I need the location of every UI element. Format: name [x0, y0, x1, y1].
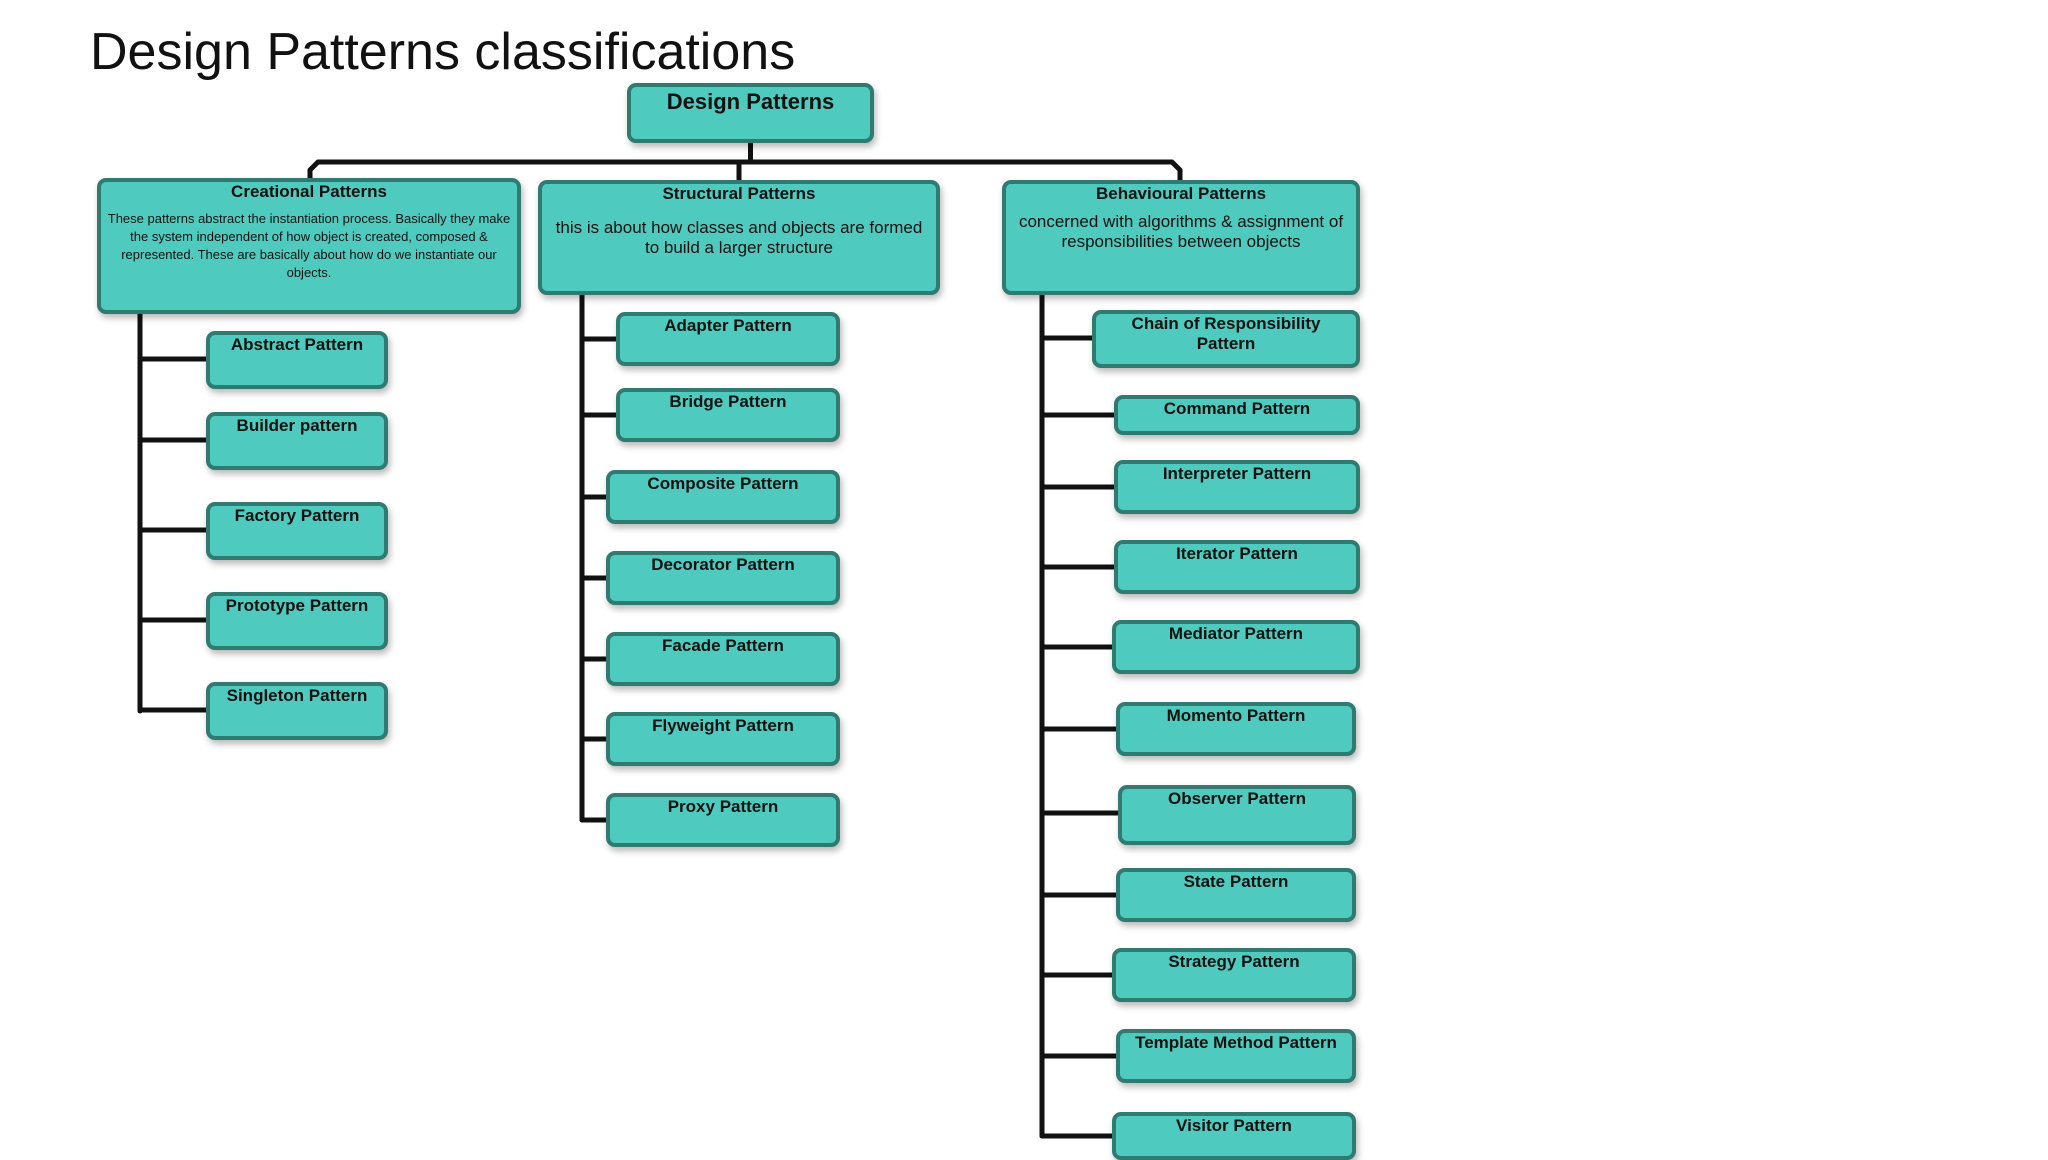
- category-structural-patterns-label: Structural Patterns: [662, 184, 816, 203]
- pattern-mediator-pattern: Mediator Pattern: [1112, 620, 1360, 674]
- category-behavioural-patterns: Behavioural Patterns concerned with algor…: [1002, 180, 1360, 295]
- root-node-design-patterns-label: Design Patterns: [666, 89, 835, 114]
- category-behavioural-patterns-label: Behavioural Patterns: [1095, 184, 1267, 203]
- pattern-composite-pattern: Composite Pattern: [606, 470, 840, 524]
- root-node-design-patterns: Design Patterns: [627, 83, 874, 143]
- pattern-interpreter-pattern-label: Interpreter Pattern: [1162, 464, 1312, 483]
- pattern-builder-pattern: Builder pattern: [206, 412, 388, 470]
- pattern-singleton-pattern: Singleton Pattern: [206, 682, 388, 740]
- pattern-flyweight-pattern: Flyweight Pattern: [606, 712, 840, 766]
- pattern-composite-pattern-label: Composite Pattern: [647, 474, 799, 493]
- pattern-adapter-pattern-label: Adapter Pattern: [664, 316, 792, 335]
- pattern-observer-pattern-label: Observer Pattern: [1168, 789, 1306, 808]
- pattern-facade-pattern-label: Facade Pattern: [662, 636, 784, 655]
- pattern-factory-pattern-label: Factory Pattern: [234, 506, 360, 525]
- pattern-chain-of-responsibility-pattern: Chain of Responsibility Pattern: [1092, 310, 1360, 368]
- pattern-chain-of-responsibility-pattern-label: Chain of Responsibility Pattern: [1131, 314, 1321, 353]
- pattern-command-pattern-label: Command Pattern: [1163, 399, 1311, 418]
- pattern-proxy-pattern-label: Proxy Pattern: [667, 797, 779, 816]
- category-creational-patterns-label: Creational Patterns: [231, 182, 387, 201]
- pattern-proxy-pattern: Proxy Pattern: [606, 793, 840, 847]
- pattern-builder-pattern-label: Builder pattern: [236, 416, 358, 435]
- pattern-template-method-pattern-label: Template Method Pattern: [1135, 1033, 1337, 1052]
- pattern-singleton-pattern-label: Singleton Pattern: [226, 686, 368, 705]
- pattern-command-pattern: Command Pattern: [1114, 395, 1360, 435]
- pattern-iterator-pattern: Iterator Pattern: [1114, 540, 1360, 594]
- pattern-observer-pattern: Observer Pattern: [1118, 785, 1356, 845]
- category-behavioural-patterns-description: concerned with algorithms & assignment o…: [1018, 212, 1344, 251]
- category-structural-patterns: Structural Patterns this is about how cla…: [538, 180, 940, 295]
- pattern-visitor-pattern-label: Visitor Pattern: [1176, 1116, 1292, 1135]
- pattern-template-method-pattern: Template Method Pattern: [1116, 1029, 1356, 1083]
- pattern-decorator-pattern-label: Decorator Pattern: [651, 555, 795, 574]
- pattern-bridge-pattern-label: Bridge Pattern: [669, 392, 787, 411]
- pattern-interpreter-pattern: Interpreter Pattern: [1114, 460, 1360, 514]
- connector-line: [307, 159, 1183, 183]
- category-creational-patterns-description: These patterns abstract the instantiatio…: [107, 211, 511, 280]
- pattern-abstract-pattern-label: Abstract Pattern: [230, 335, 364, 354]
- pattern-state-pattern: State Pattern: [1116, 868, 1356, 922]
- pattern-factory-pattern: Factory Pattern: [206, 502, 388, 560]
- pattern-bridge-pattern: Bridge Pattern: [616, 388, 840, 442]
- pattern-flyweight-pattern-label: Flyweight Pattern: [652, 716, 794, 735]
- pattern-abstract-pattern: Abstract Pattern: [206, 331, 388, 389]
- pattern-adapter-pattern: Adapter Pattern: [616, 312, 840, 366]
- pattern-momento-pattern-label: Momento Pattern: [1166, 706, 1306, 725]
- pattern-visitor-pattern: Visitor Pattern: [1112, 1112, 1356, 1160]
- pattern-prototype-pattern-label: Prototype Pattern: [225, 596, 369, 615]
- pattern-momento-pattern: Momento Pattern: [1116, 702, 1356, 756]
- pattern-strategy-pattern: Strategy Pattern: [1112, 948, 1356, 1002]
- pattern-decorator-pattern: Decorator Pattern: [606, 551, 840, 605]
- pattern-state-pattern-label: State Pattern: [1183, 872, 1289, 891]
- pattern-facade-pattern: Facade Pattern: [606, 632, 840, 686]
- pattern-mediator-pattern-label: Mediator Pattern: [1168, 624, 1304, 643]
- category-structural-patterns-description: this is about how classes and objects ar…: [555, 218, 923, 257]
- pattern-prototype-pattern: Prototype Pattern: [206, 592, 388, 650]
- pattern-iterator-pattern-label: Iterator Pattern: [1176, 544, 1298, 563]
- pattern-strategy-pattern-label: Strategy Pattern: [1168, 952, 1300, 971]
- slide-title: Design Patterns classifications: [90, 23, 796, 81]
